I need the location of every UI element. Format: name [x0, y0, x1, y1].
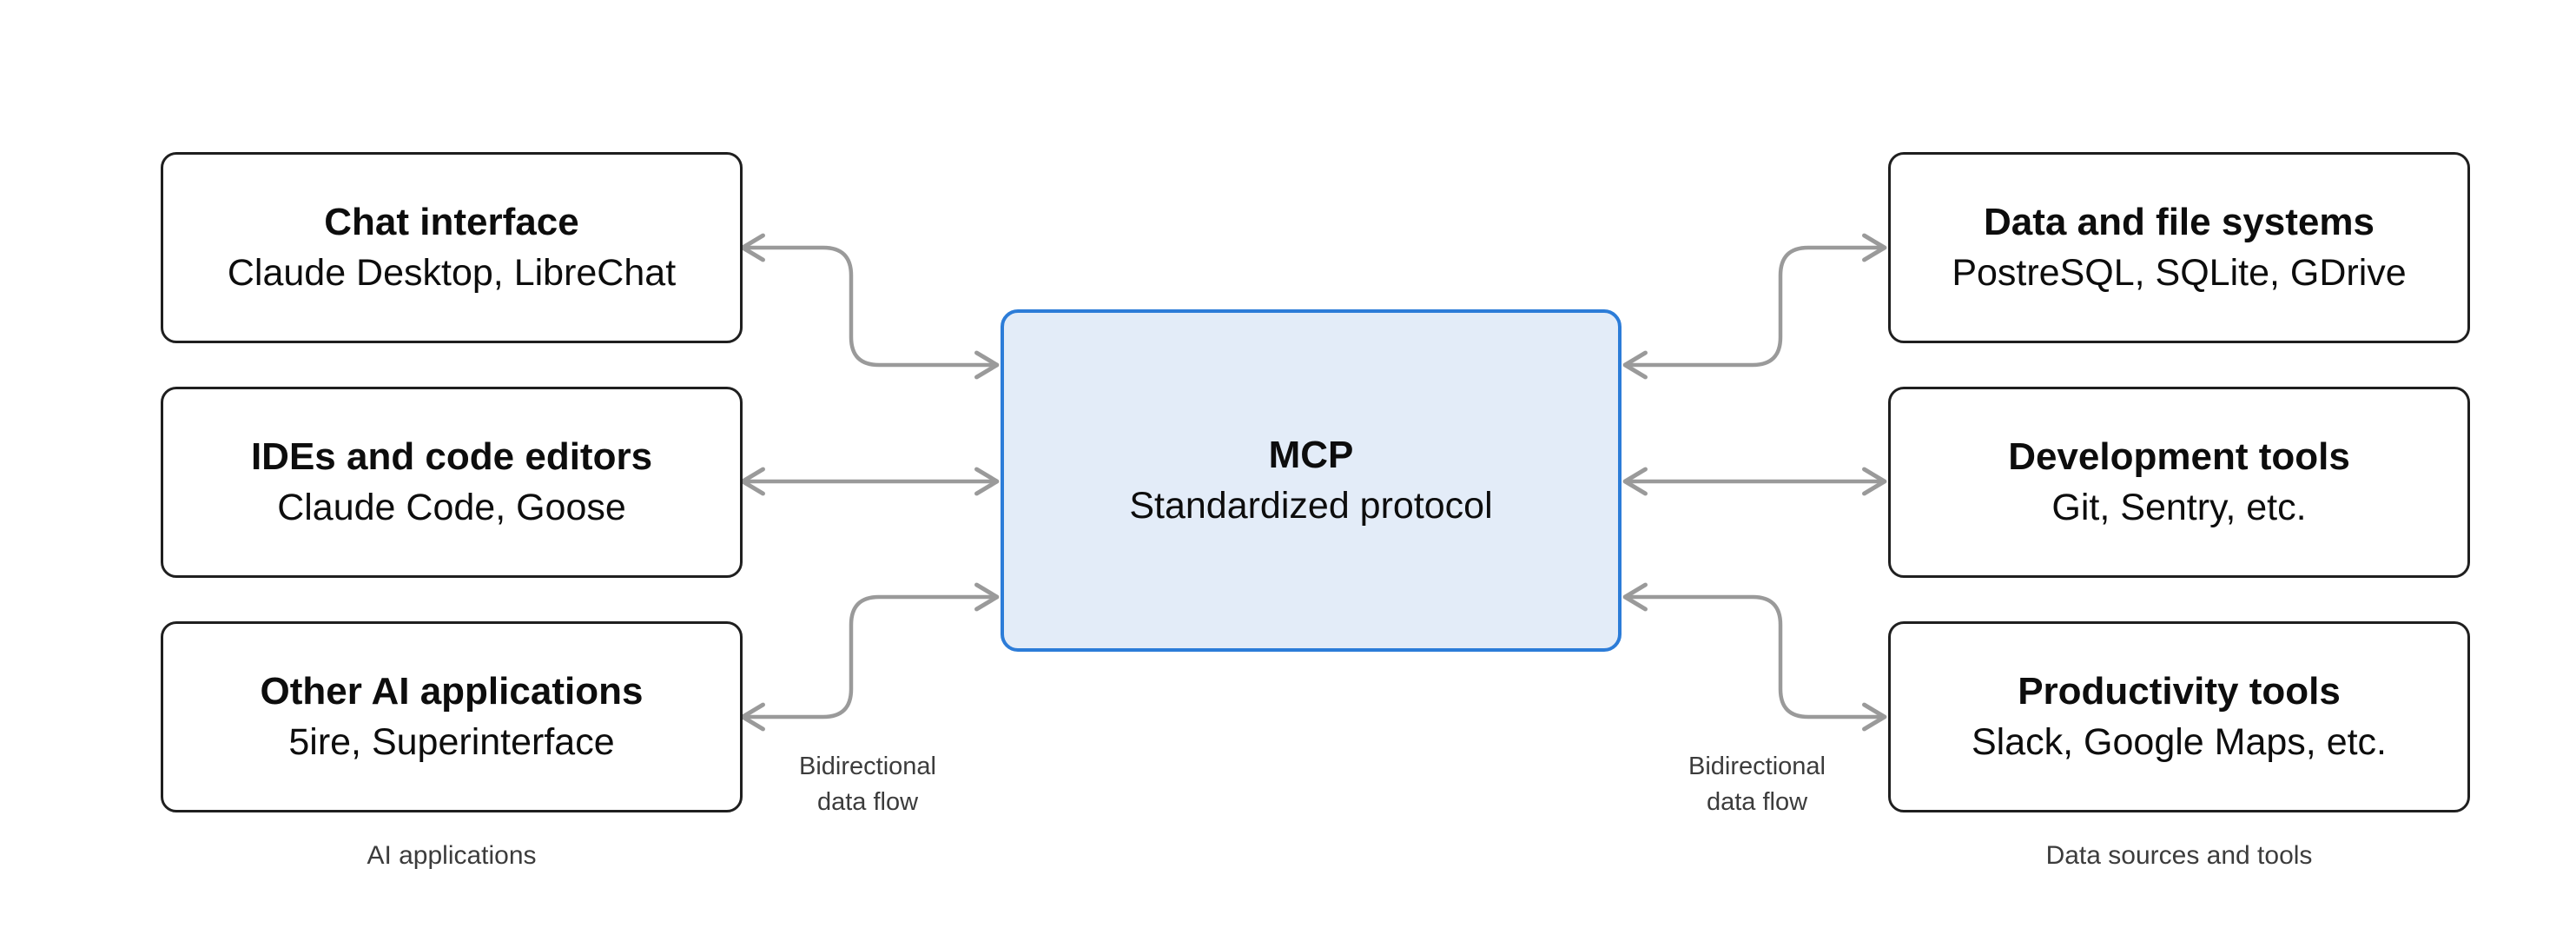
connector-mcp-to-datafiles: [1622, 233, 1887, 380]
node-productivity-tools: Productivity tools Slack, Google Maps, e…: [1888, 621, 2470, 812]
flow-label-line: Bidirectional: [1688, 753, 1826, 780]
node-title: Data and file systems: [1984, 201, 2375, 243]
node-title: MCP: [1268, 434, 1354, 476]
node-subtitle: Standardized protocol: [1129, 485, 1493, 527]
connector-otherai-to-mcp: [740, 582, 1000, 732]
connector-mcp-to-productivity: [1622, 582, 1887, 732]
node-ides-code-editors: IDEs and code editors Claude Code, Goose: [161, 387, 743, 578]
flow-label-line: data flow: [1706, 788, 1808, 816]
node-data-file-systems: Data and file systems PostreSQL, SQLite,…: [1888, 152, 2470, 343]
caption-data-sources-tools: Data sources and tools: [2045, 841, 2313, 870]
node-subtitle: Git, Sentry, etc.: [2051, 487, 2307, 528]
node-title: Development tools: [2008, 435, 2350, 478]
node-title: Chat interface: [324, 201, 579, 243]
node-subtitle: 5ire, Superinterface: [288, 721, 615, 763]
node-title: IDEs and code editors: [250, 435, 653, 478]
node-subtitle: PostreSQL, SQLite, GDrive: [1952, 252, 2407, 294]
node-title: Productivity tools: [2018, 670, 2341, 713]
node-development-tools: Development tools Git, Sentry, etc.: [1888, 387, 2470, 578]
node-subtitle: Slack, Google Maps, etc.: [1972, 721, 2387, 763]
node-subtitle: Claude Desktop, LibreChat: [227, 252, 677, 294]
flow-label-line: data flow: [816, 788, 919, 816]
flow-label-right: Bidirectional data flow: [1627, 749, 1887, 820]
node-chat-interface: Chat interface Claude Desktop, LibreChat: [161, 152, 743, 343]
node-title: Other AI applications: [260, 670, 644, 713]
caption-ai-applications: AI applications: [367, 841, 537, 870]
flow-label-left: Bidirectional data flow: [737, 749, 998, 820]
node-mcp: MCP Standardized protocol: [1001, 309, 1622, 652]
node-subtitle: Claude Code, Goose: [277, 487, 626, 528]
flow-label-line: Bidirectional: [799, 753, 936, 780]
node-other-ai-applications: Other AI applications 5ire, Superinterfa…: [161, 621, 743, 812]
connector-chat-to-mcp: [740, 233, 1000, 380]
